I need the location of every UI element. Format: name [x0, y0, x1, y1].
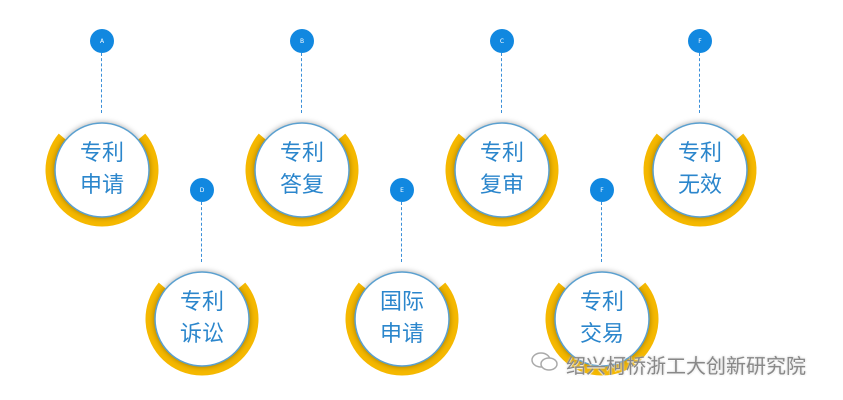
- node-label: 国际申请: [356, 273, 448, 365]
- node-label: 专利复审: [456, 124, 548, 216]
- process-node: F 专利交易: [542, 178, 662, 378]
- badge: B: [290, 29, 314, 53]
- label-line: 无效: [677, 173, 722, 198]
- node-label: 专利无效: [654, 124, 746, 216]
- label-line: 申请: [79, 173, 124, 198]
- process-node: E 国际申请: [342, 178, 462, 378]
- watermark-text: 绍兴柯桥浙工大创新研究院: [566, 354, 806, 378]
- dashed-connector: [601, 202, 602, 262]
- process-node: F 专利无效: [640, 29, 760, 229]
- label-line: 复审: [479, 173, 524, 198]
- ring: [643, 122, 757, 227]
- dashed-connector: [201, 202, 202, 262]
- dashed-connector: [501, 53, 502, 113]
- ring: [445, 122, 559, 227]
- node-label: 专利答复: [256, 124, 348, 216]
- badge: E: [390, 178, 414, 202]
- badge: D: [190, 178, 214, 202]
- ring: [145, 271, 259, 376]
- dashed-connector: [401, 202, 402, 262]
- label-line: 申请: [379, 322, 424, 347]
- ring: [345, 271, 459, 376]
- dashed-connector: [699, 53, 700, 113]
- process-node: A 专利申请: [42, 29, 162, 229]
- badge: F: [590, 178, 614, 202]
- wechat-icon: [530, 350, 560, 379]
- process-node: B 专利答复: [242, 29, 362, 229]
- label-line: 专利: [179, 290, 224, 315]
- label-line: 专利: [79, 141, 124, 166]
- label-line: 交易: [579, 322, 624, 347]
- process-node: D 专利诉讼: [142, 178, 262, 378]
- label-line: 答复: [279, 173, 324, 198]
- node-label: 专利申请: [56, 124, 148, 216]
- watermark: 绍兴柯桥浙工大创新研究院: [530, 350, 806, 379]
- ring: [245, 122, 359, 227]
- badge: C: [490, 29, 514, 53]
- dashed-connector: [101, 53, 102, 113]
- dashed-connector: [301, 53, 302, 113]
- node-label: 专利诉讼: [156, 273, 248, 365]
- label-line: 专利: [677, 141, 722, 166]
- process-node: C 专利复审: [442, 29, 562, 229]
- label-line: 专利: [579, 290, 624, 315]
- ring: [45, 122, 159, 227]
- label-line: 国际: [379, 290, 424, 315]
- label-line: 诉讼: [179, 322, 224, 347]
- badge: A: [90, 29, 114, 53]
- label-line: 专利: [479, 141, 524, 166]
- label-line: 专利: [279, 141, 324, 166]
- node-label: 专利交易: [556, 273, 648, 365]
- ring: [545, 271, 659, 376]
- badge: F: [688, 29, 712, 53]
